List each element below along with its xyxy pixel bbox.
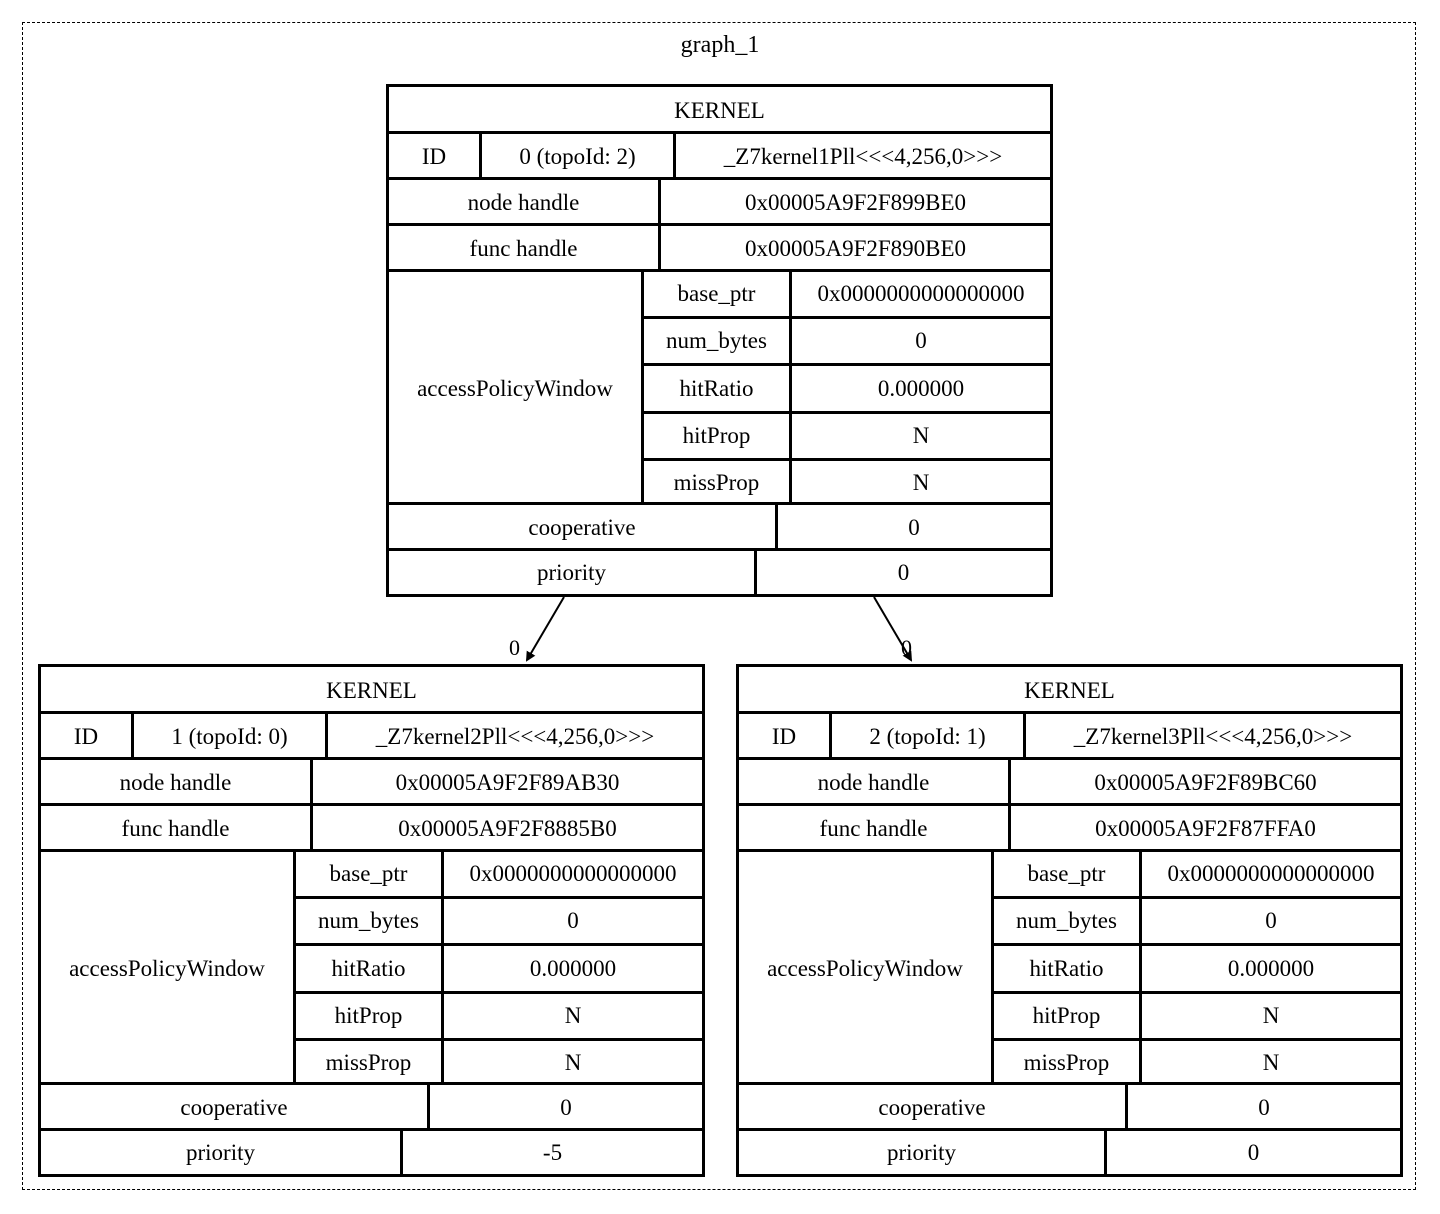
apw-value: 0.000000 <box>789 366 1050 411</box>
apw-value: N <box>441 1040 702 1086</box>
edge-label: 0 <box>901 635 912 660</box>
id-value: 2 (topoId: 1) <box>829 714 1023 760</box>
func-handle-value: 0x00005A9F2F8885B0 <box>310 806 702 852</box>
apw-label: accessPolicyWindow <box>41 852 296 1085</box>
node-handle-value: 0x00005A9F2F89AB30 <box>310 760 702 806</box>
cooperative-label: cooperative <box>878 1095 986 1120</box>
apw-value: 0 <box>789 319 1050 364</box>
func-name: _Z7kernel1Pll<<<4,256,0>>> <box>673 134 1050 180</box>
priority-label: priority <box>537 559 606 585</box>
apw-key: missProp <box>325 1049 412 1075</box>
apw-value: N <box>441 993 702 1038</box>
apw-key: hitRatio <box>331 955 406 981</box>
apw-key: hitProp <box>334 1002 403 1028</box>
access-policy-window: accessPolicyWindow base_ptr 0x00000000000… <box>739 849 1400 1086</box>
apw-key: hitRatio <box>1029 955 1104 981</box>
priority-label: priority <box>186 1139 255 1165</box>
apw-value: 0.000000 <box>1139 946 1400 991</box>
func-handle-label: func handle <box>469 236 578 261</box>
node-handle-value: 0x00005A9F2F89BC60 <box>1008 760 1400 806</box>
apw-value: 0 <box>1139 899 1400 944</box>
priority-value: -5 <box>400 1131 702 1174</box>
apw-value: 0x0000000000000000 <box>789 272 1050 317</box>
apw-value: 0x0000000000000000 <box>1139 852 1400 897</box>
edge-label: 0 <box>509 635 520 660</box>
kernel-node-2[interactable]: KERNEL ID 2 (topoId: 1) _Z7kernel3Pll<<<… <box>736 664 1403 1177</box>
apw-key: base_ptr <box>1027 861 1106 887</box>
apw-value: 0x0000000000000000 <box>441 852 702 897</box>
cooperative-value: 0 <box>427 1085 702 1131</box>
apw-label: accessPolicyWindow <box>389 272 644 505</box>
kernel-node-0[interactable]: KERNEL ID 0 (topoId: 2) _Z7kernel1Pll<<<… <box>386 84 1053 597</box>
func-handle-label: func handle <box>121 816 230 841</box>
func-handle-value: 0x00005A9F2F890BE0 <box>658 226 1050 272</box>
func-name: _Z7kernel2Pll<<<4,256,0>>> <box>325 714 702 760</box>
apw-value: 0 <box>441 899 702 944</box>
node-handle-label: node handle <box>467 190 580 215</box>
priority-value: 0 <box>1104 1131 1400 1174</box>
id-label: ID <box>73 724 99 749</box>
func-handle-value: 0x00005A9F2F87FFA0 <box>1008 806 1400 852</box>
priority-label: priority <box>887 1139 956 1165</box>
node-handle-label: node handle <box>119 770 232 795</box>
edge-0-to-1 <box>525 596 565 662</box>
kernel-node-1[interactable]: KERNEL ID 1 (topoId: 0) _Z7kernel2Pll<<<… <box>38 664 705 1177</box>
id-label: ID <box>771 724 797 749</box>
id-value: 1 (topoId: 0) <box>131 714 325 760</box>
apw-value: N <box>789 460 1050 506</box>
priority-value: 0 <box>754 551 1050 594</box>
cooperative-label: cooperative <box>180 1095 288 1120</box>
cooperative-value: 0 <box>775 505 1050 551</box>
func-handle-label: func handle <box>819 816 928 841</box>
graph-cluster <box>22 22 1416 1190</box>
apw-key: num_bytes <box>1016 908 1117 934</box>
apw-value: N <box>1139 993 1400 1038</box>
apw-key: num_bytes <box>666 328 767 354</box>
apw-key: hitRatio <box>679 375 754 401</box>
apw-key: missProp <box>1023 1049 1110 1075</box>
apw-value: 0.000000 <box>441 946 702 991</box>
node-handle-value: 0x00005A9F2F899BE0 <box>658 180 1050 226</box>
apw-key: num_bytes <box>318 908 419 934</box>
apw-key: missProp <box>673 469 760 495</box>
apw-key: hitProp <box>1032 1002 1101 1028</box>
access-policy-window: accessPolicyWindow base_ptr 0x00000000000… <box>389 269 1050 506</box>
cooperative-label: cooperative <box>528 515 636 540</box>
func-name: _Z7kernel3Pll<<<4,256,0>>> <box>1023 714 1400 760</box>
apw-value: N <box>789 413 1050 458</box>
cluster-label: graph_1 <box>680 32 760 58</box>
cooperative-value: 0 <box>1125 1085 1400 1131</box>
node-header: KERNEL <box>326 677 417 703</box>
node-header: KERNEL <box>674 97 765 123</box>
node-header: KERNEL <box>1024 677 1115 703</box>
apw-value: N <box>1139 1040 1400 1086</box>
apw-key: base_ptr <box>677 281 756 307</box>
edge-0-to-2 <box>873 596 913 662</box>
node-handle-label: node handle <box>817 770 930 795</box>
apw-key: base_ptr <box>329 861 408 887</box>
apw-key: hitProp <box>682 422 751 448</box>
apw-label: accessPolicyWindow <box>739 852 994 1085</box>
id-value: 0 (topoId: 2) <box>479 134 673 180</box>
id-label: ID <box>421 144 447 169</box>
access-policy-window: accessPolicyWindow base_ptr 0x00000000000… <box>41 849 702 1086</box>
